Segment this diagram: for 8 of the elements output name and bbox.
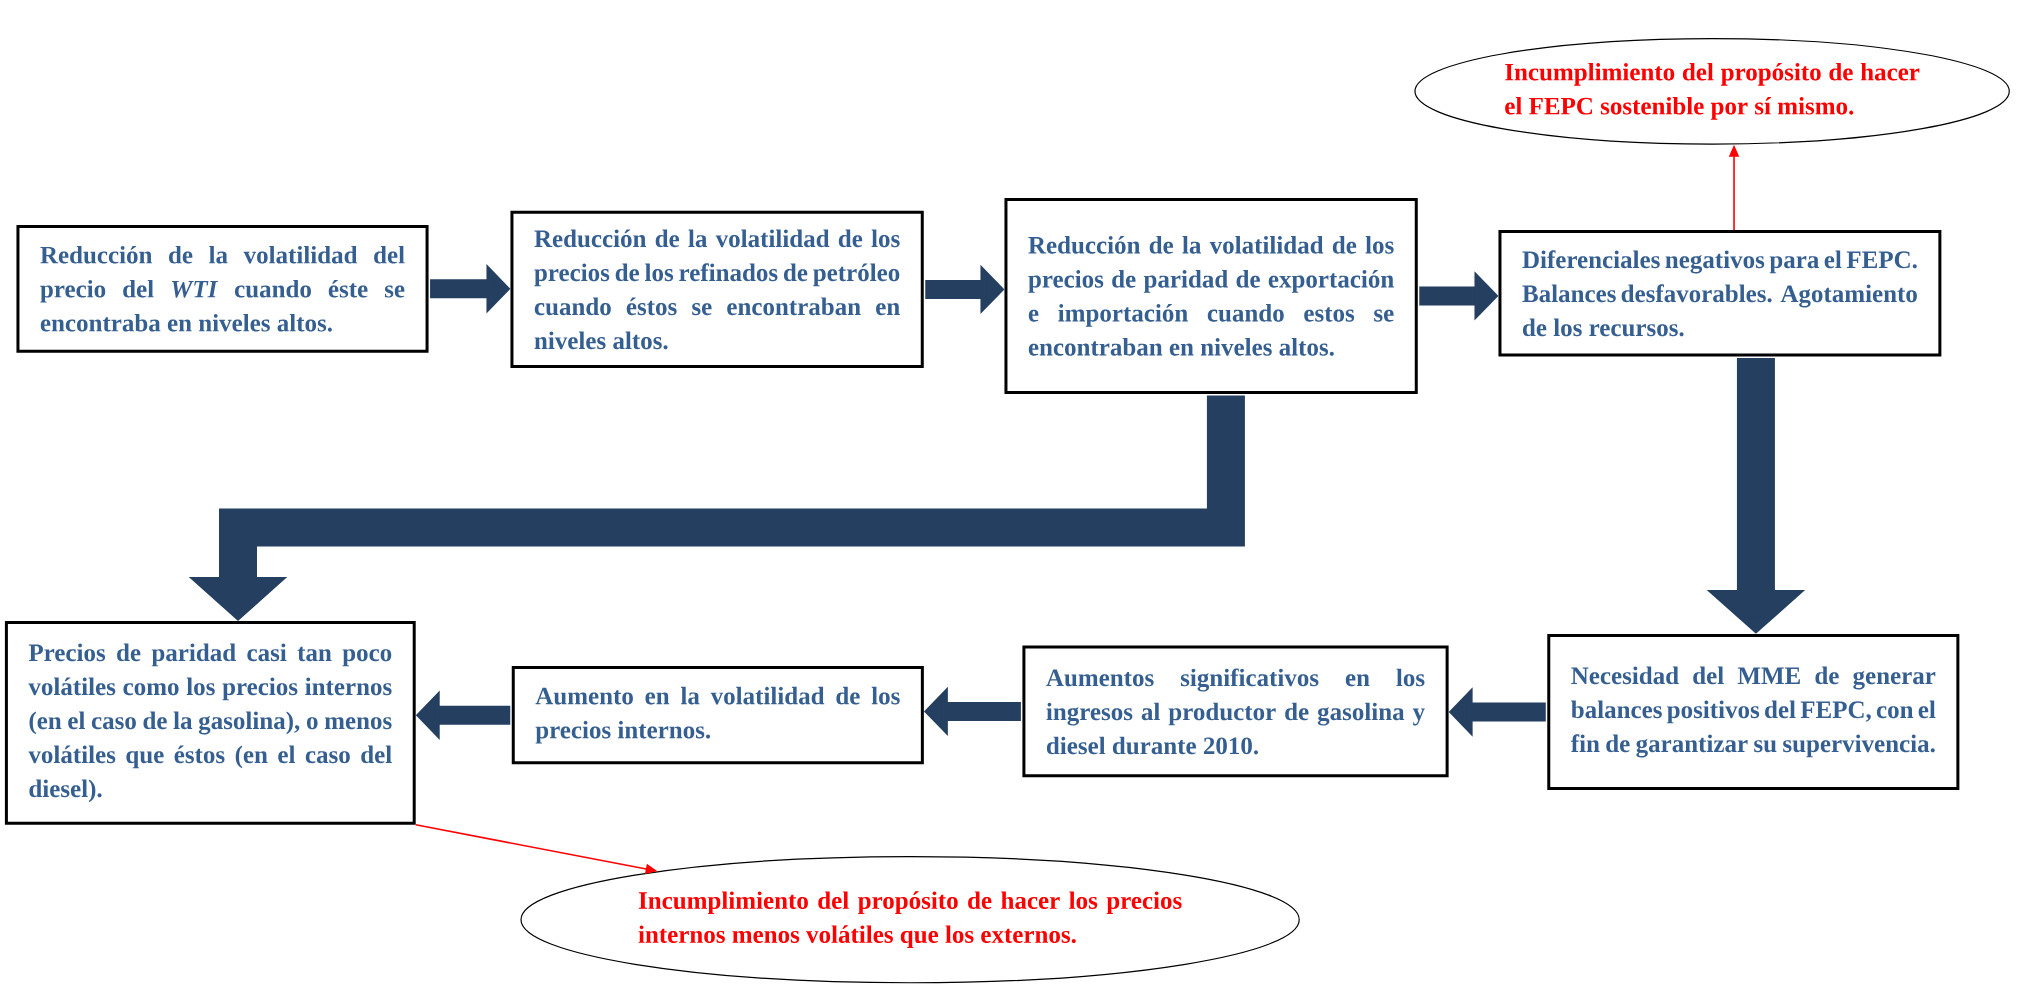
process-box: Reducción de la volatilidad del precio del WTI cuando éste se encontraba en niveles altos. xyxy=(16,224,429,353)
process-box: Aumento en la volatilidad de los precios internos. xyxy=(511,666,924,765)
process-box: Necesidad del MME de generar balances positivos del FEPC, con el fin de garantizar su supervivencia. xyxy=(1547,633,1960,791)
process-box: Diferenciales negativos para el FEPC. Balances desfavorables. Agotamiento de los recursos. xyxy=(1498,230,1942,357)
process-box: Reducción de la volatilidad de los precios de los refinados de petróleo cuando éstos se encontraban en niveles altos. xyxy=(510,210,924,369)
process-box: Reducción de la volatilidad de los precios de paridad de exportación e importación cuando estos se encontraban en niveles altos. xyxy=(1004,197,1418,394)
process-box: Aumentos significativos en los ingresos al productor de gasolina y diesel durante 2010. xyxy=(1022,645,1449,778)
process-box: Precios de paridad casi tan poco volátiles como los precios internos (en el caso de la gasolina), o menos volátiles que éstos (en el caso del diesel). xyxy=(4,621,416,825)
